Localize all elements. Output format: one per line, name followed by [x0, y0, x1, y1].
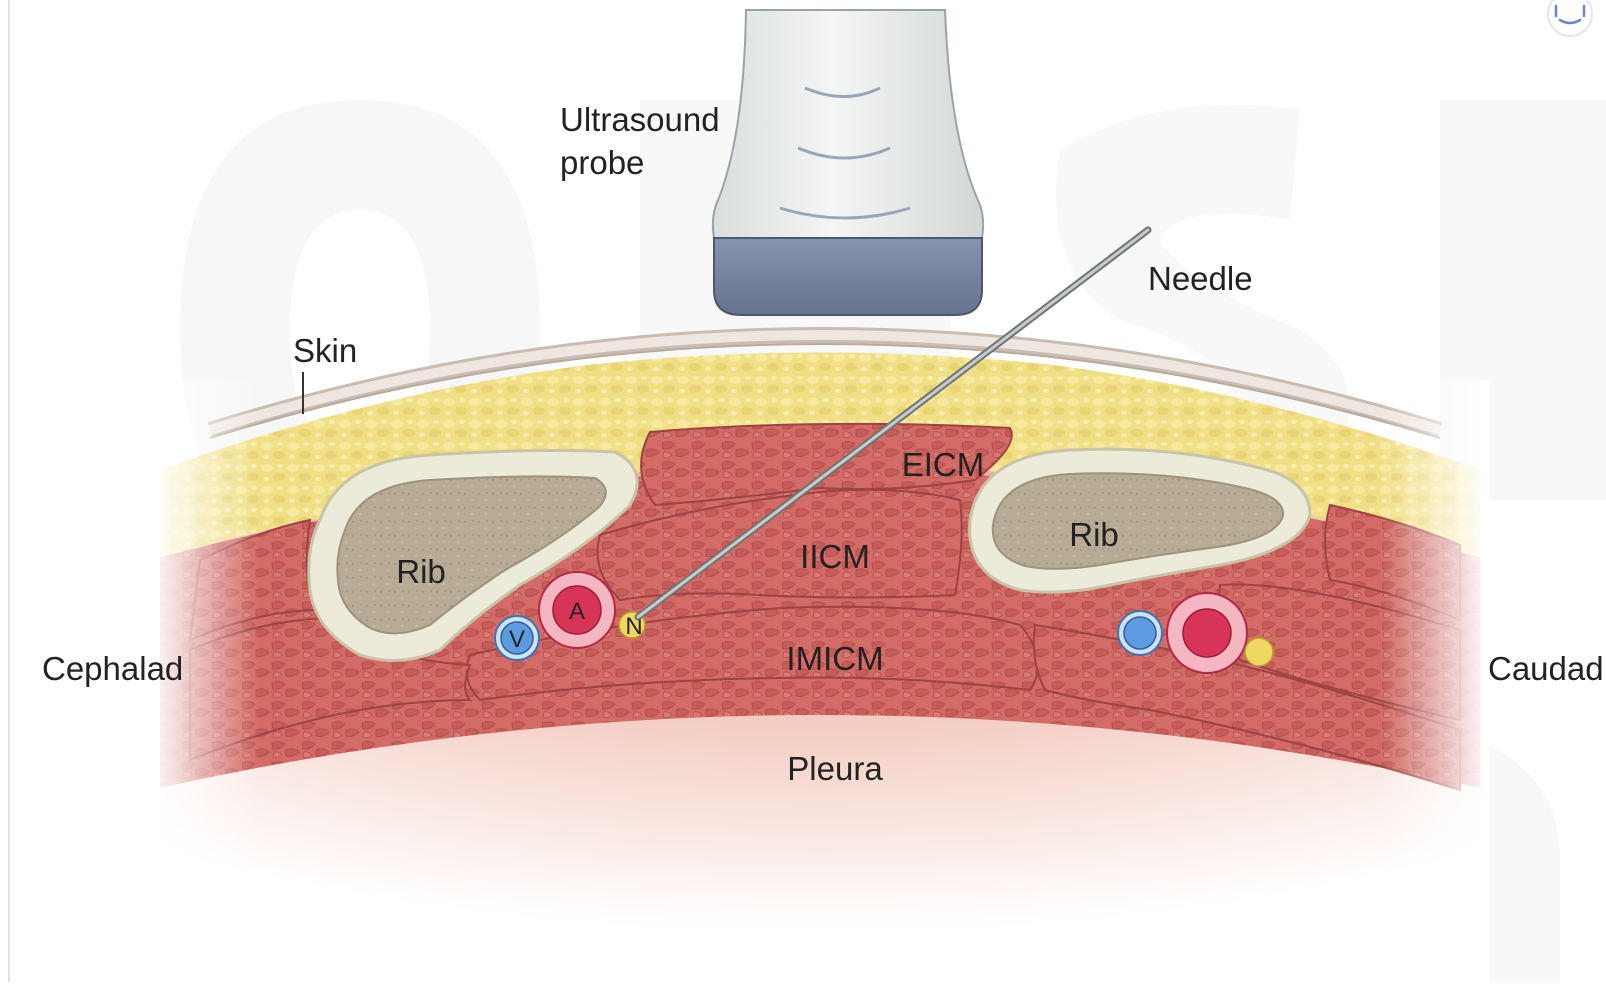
probe-label-line1: Ultrasound: [560, 101, 720, 138]
eicm-label: EICM: [902, 446, 985, 483]
iicm-label: IICM: [800, 538, 870, 575]
nerve-right: [1245, 638, 1273, 666]
rib-right-label: Rib: [1069, 516, 1119, 553]
expand-icon[interactable]: [1548, 0, 1592, 36]
caudad-label: Caudad: [1488, 650, 1604, 687]
artery-label: A: [569, 598, 585, 625]
ultrasound-probe: [713, 10, 983, 315]
vein-label: V: [509, 626, 525, 653]
rib-left-label: Rib: [396, 553, 446, 590]
needle-label: Needle: [1148, 260, 1253, 297]
imicm-label: IMICM: [786, 640, 883, 677]
probe-label-line2: probe: [560, 144, 644, 181]
fade-bottom: [150, 860, 1490, 982]
skin-label: Skin: [293, 332, 357, 369]
cephalad-label: Cephalad: [42, 650, 183, 687]
pleura-label: Pleura: [787, 750, 883, 787]
